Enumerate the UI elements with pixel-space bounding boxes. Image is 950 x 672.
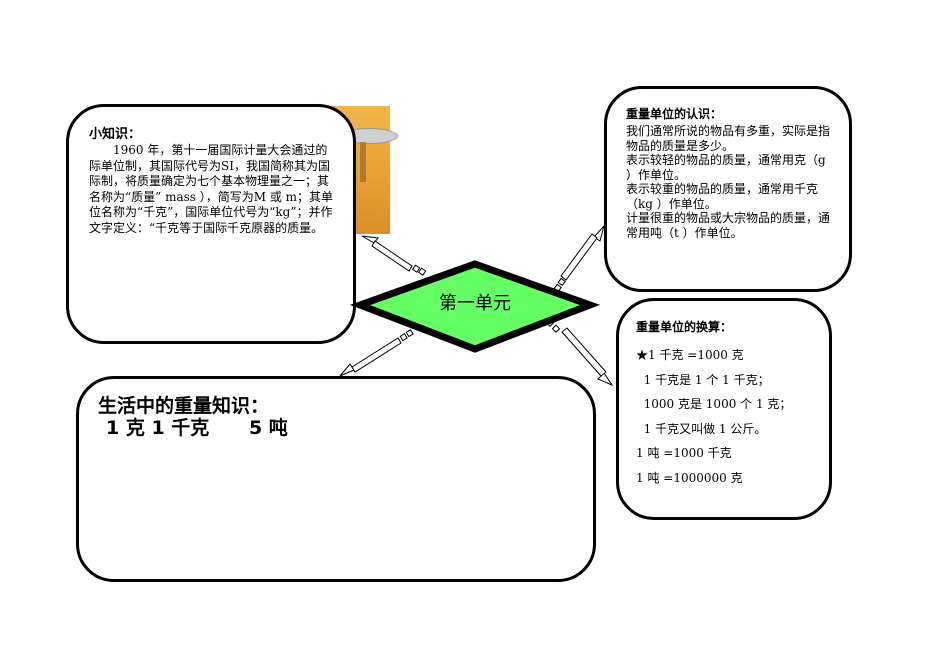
conversion-line: 1 千克又叫做 1 公斤。 — [636, 421, 767, 436]
conversion-line: 1 吨 =1000 千克 — [636, 446, 732, 460]
weight-units-line: 表示较重的物品的质量，通常用千克（kg ）作单位。 — [626, 182, 819, 211]
conversion-line: ★1 千克 =1000 克 — [636, 348, 744, 362]
weight-units-line: 我们通常所说的物品有多重，实际是指物品的质量是多少。 — [626, 124, 831, 153]
life-weight-items: 1 克 1 千克 5 吨 — [106, 417, 288, 439]
weight-units-title: 重量单位的认识： — [626, 107, 723, 121]
arrow-to-tip-box — [361, 235, 427, 276]
arrow-to-conversion-box — [545, 318, 614, 387]
unit-conversion-title: 重量单位的换算： — [636, 320, 733, 334]
conversion-line: 1 千克是 1 个 1 千克； — [636, 372, 770, 387]
central-topic-label: 第一单元 — [439, 293, 511, 314]
weight-units-line: 计量很重的物品或大宗物品的质量，通常用吨（t ）作单位。 — [626, 211, 831, 240]
life-weight-title: 生活中的重量知识： — [98, 395, 270, 417]
life-weight-box: 生活中的重量知识： 1 克 1 千克 5 吨 — [76, 376, 596, 582]
weight-units-box: 重量单位的认识： 我们通常所说的物品有多重，实际是指物品的质量是多少。 表示较轻… — [604, 86, 852, 292]
scale-stem — [360, 142, 366, 182]
unit-conversion-box: 重量单位的换算： ★1 千克 =1000 克 1 千克是 1 个 1 千克； 1… — [616, 298, 832, 520]
tip-title: 小知识： — [89, 127, 142, 142]
conversion-line: 1 吨 =1000000 克 — [636, 470, 743, 485]
conversion-line: 1000 克是 1000 个 1 克； — [636, 397, 792, 411]
arrow-to-units-box — [553, 225, 605, 293]
weight-units-line: 表示较轻的物品的质量，通常用克（g ）作单位。 — [626, 153, 826, 182]
tip-box: 小知识： 1960 年，第十一届国际计量大会通过的际单位制，其国际代号为SI，我… — [66, 104, 356, 344]
tip-body: 1960 年，第十一届国际计量大会通过的际单位制，其国际代号为SI，我国简称其为… — [89, 143, 334, 235]
arrow-to-life-box — [339, 329, 414, 377]
central-diamond — [349, 260, 601, 353]
